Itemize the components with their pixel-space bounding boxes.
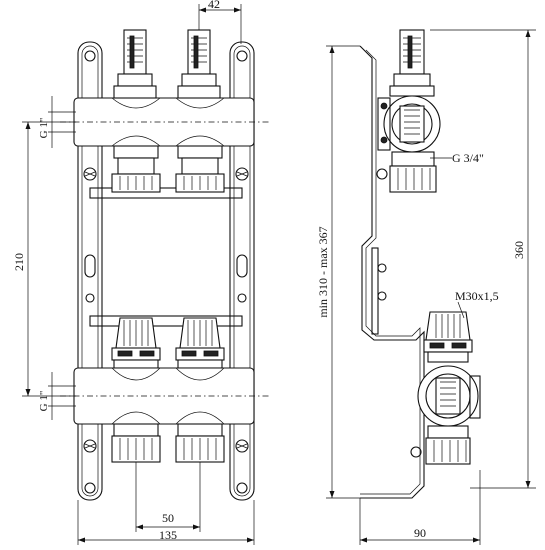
outlet-fitting-bottom-left — [111, 423, 161, 463]
side-bottom-assembly — [410, 311, 481, 465]
dim-mounting-height: min 310 - max 367 — [316, 226, 330, 317]
dim-spacing-top: 42 — [208, 0, 220, 11]
outlet-fitting-top-left — [111, 145, 161, 193]
label-outlet-thread: G 3/4" — [452, 151, 484, 165]
dim-depth: 90 — [414, 526, 426, 540]
dim-inlet-bottom: G 1" — [38, 391, 50, 412]
top-manifold — [60, 29, 270, 193]
flow-meter-left — [113, 29, 157, 99]
front-view: 42 G 1" 210 G 1" 50 135 — [12, 0, 270, 545]
side-top-assembly — [376, 29, 441, 193]
valve-cap-right — [175, 317, 225, 369]
side-view: G 3/4" M30x1,5 min 310 - max 367 360 90 — [316, 29, 536, 545]
dim-inlet-top: G 1" — [38, 118, 50, 139]
dim-spacing-bottom: 50 — [162, 511, 174, 525]
label-valve-thread: M30x1,5 — [455, 289, 499, 303]
outlet-fitting-top-right — [175, 145, 225, 193]
dim-overall-height: 360 — [512, 241, 526, 259]
dim-vertical-spacing: 210 — [12, 253, 26, 271]
dim-total-width: 135 — [159, 528, 177, 542]
valve-cap-left — [111, 317, 161, 369]
right-bracket — [229, 41, 255, 501]
flow-meter-right — [177, 29, 221, 99]
outlet-fitting-bottom-right — [175, 423, 225, 463]
left-bracket — [77, 41, 103, 501]
